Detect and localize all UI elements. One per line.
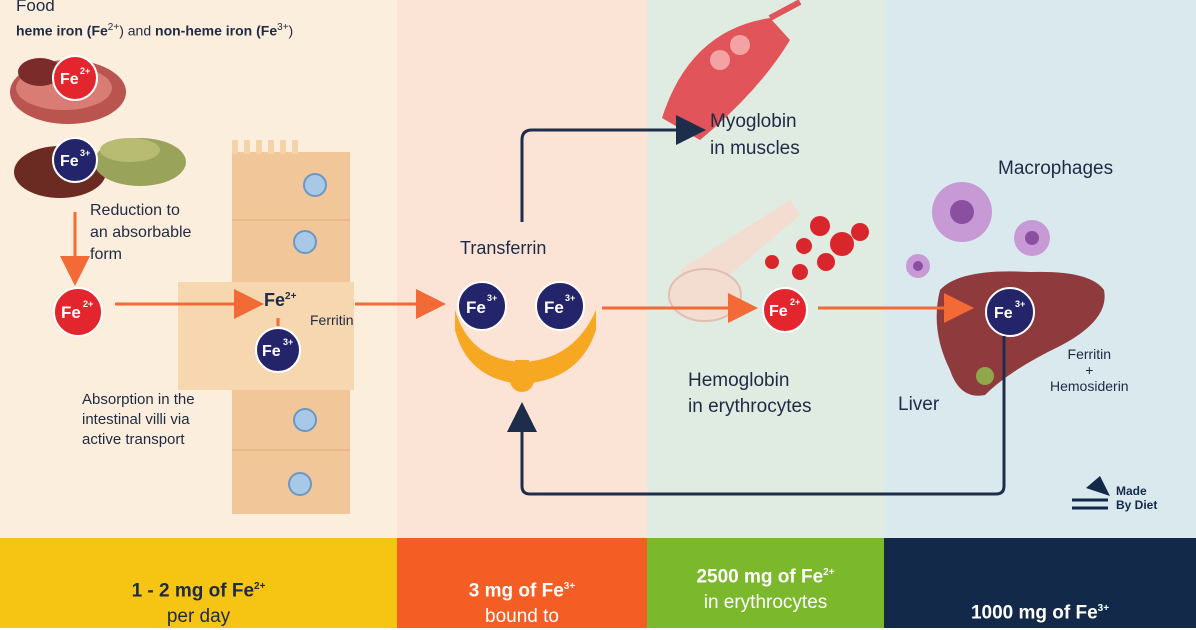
ferritin-label: Ferritin [310,312,354,328]
svg-text:Fe: Fe [769,303,788,320]
svg-text:3+: 3+ [1015,299,1025,309]
svg-text:Fe: Fe [60,71,79,88]
svg-text:Fe: Fe [262,343,281,360]
fe2-villi-label: Fe2+ [264,290,297,310]
bottom-bar-storage: 1000 mg of Fe3+ [884,538,1196,628]
macrophages-label: Macrophages [998,158,1114,179]
erythrocytes-icon [765,216,869,280]
svg-text:3+: 3+ [283,337,293,347]
svg-text:Fe: Fe [61,303,81,322]
svg-text:2+: 2+ [80,66,90,76]
svg-text:Fe: Fe [994,305,1013,322]
svg-text:Fe: Fe [466,298,486,317]
intestinal-villi [178,140,354,514]
fe2-ion-hemoglobin: Fe2+ [762,287,808,333]
muscle-icon [662,0,802,140]
bottom-bar-erythrocytes: 2500 mg of Fe2+ in erythrocytes [647,538,884,628]
food-subtitle: heme iron (Fe2+) and non-heme iron (Fe3+… [16,22,294,39]
svg-text:2+: 2+ [83,299,93,309]
seeds-icon [14,138,186,198]
made-by-diet-logo [1072,476,1110,510]
food-title: Food [16,0,55,15]
flow-arrows [60,115,1006,496]
bottom-bar-transferrin: 3 mg of Fe3+ bound to [397,538,647,628]
liver-label: Liver [898,394,940,415]
svg-text:3+: 3+ [80,148,90,158]
panel-storage [884,0,1196,538]
svg-text:Fe: Fe [60,153,79,170]
svg-text:3+: 3+ [487,293,497,303]
svg-text:Fe: Fe [544,298,564,317]
macrophages-icon [906,182,1050,278]
ferritin-hemosiderin-label: Ferritin+Hemosiderin [1050,346,1129,394]
liver-icon: Fe3+ [936,271,1105,396]
transferrin-label: Transferrin [460,238,547,258]
bottom-bar-daily-intake: 1 - 2 mg of Fe2+ per day [0,538,397,628]
svg-text:2+: 2+ [790,297,800,307]
svg-text:3+: 3+ [565,293,575,303]
fe3-ion-ferritin: Fe3+ [255,327,301,373]
